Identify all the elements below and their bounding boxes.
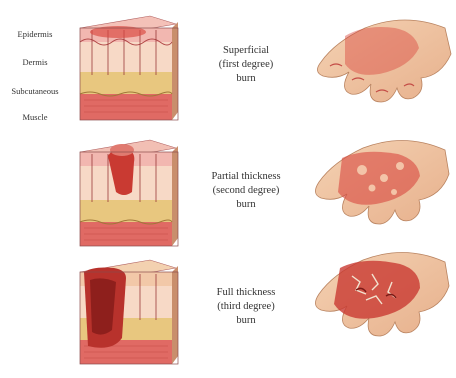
hand-full-thickness: [315, 252, 449, 336]
skin-block-partial-thickness: [80, 140, 178, 246]
hand-partial-thickness: [315, 140, 449, 224]
hand-superficial: [317, 20, 451, 102]
skin-block-superficial: [80, 16, 178, 120]
skin-block-full-thickness: [80, 260, 178, 364]
